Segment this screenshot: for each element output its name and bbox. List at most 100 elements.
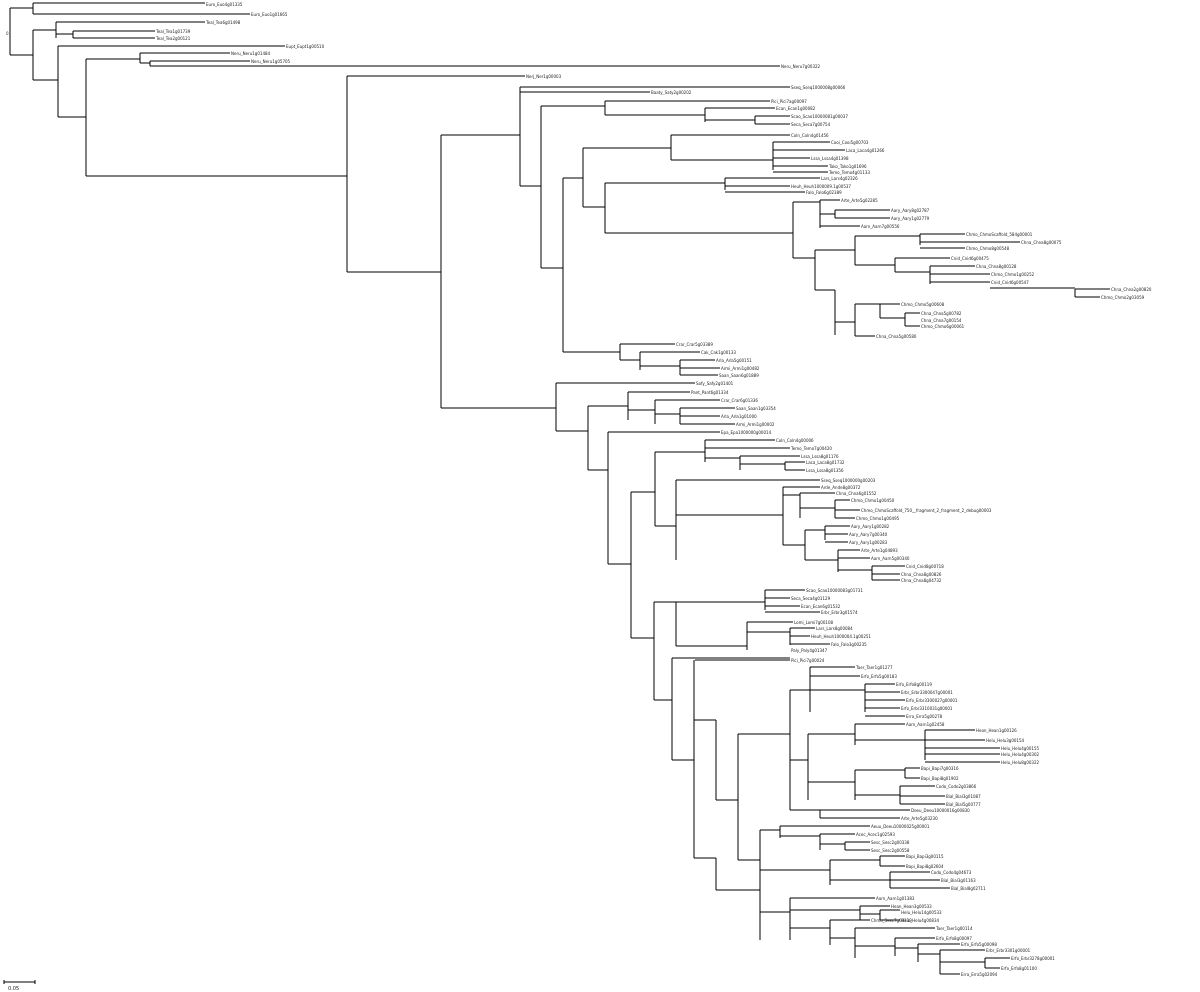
leaf-label: Hean_Hean1g00126	[976, 728, 1017, 733]
leaf-label: Chna_Chna6g01552	[836, 491, 877, 496]
leaf-label: Aary_Aary1g00282	[851, 524, 890, 529]
leaf-label: Hean_Hean3g00533	[891, 904, 932, 909]
leaf-label: Pici_Pici7g00024	[791, 658, 825, 663]
leaf-label: Chmo_Chmo8g00548	[966, 246, 1010, 251]
leaf-label: Erfo_Erfo5g00183	[861, 674, 897, 679]
leaf-label: Chna_Chna7g00154	[921, 318, 962, 323]
leaf-label: Helu_Helu3g00154	[986, 738, 1024, 743]
leaf-label: Sseq_Sseq1000000g00203	[821, 478, 876, 483]
leaf-label: Chmo_Chmo2g03059	[1101, 295, 1145, 300]
leaf-label: Lomi_Lomi7g00108	[794, 620, 833, 625]
leaf-label: Chna_Chna8g00826	[901, 572, 942, 577]
leaf-label: Coln_Coln4g01456	[791, 133, 829, 138]
leaf-label: Paly_Paly4g01347	[791, 648, 828, 653]
scale-label: 0.05	[8, 986, 19, 992]
leaf-label: Armi_Armi1g00482	[721, 366, 760, 371]
leaf-label: Pici_Pici7ag00097	[771, 99, 807, 104]
leaf-label: Arte_Arte5g02285	[841, 198, 878, 203]
leaf-label: Scao_Scao10000083g01731	[806, 588, 863, 593]
leaf-label: Erfo_Erfo8g01100	[1001, 966, 1037, 971]
leaf-label: Heuh_Heuh1000004.1g00251	[811, 634, 871, 639]
leaf-label: Lssa_Lssa8g01176	[801, 454, 839, 459]
leaf-label: Helu_Helu4g00834	[901, 918, 939, 923]
leaf-label: Bial_Bial5g00777	[946, 802, 981, 807]
leaf-label: Temo_Temo7g00420	[790, 446, 832, 451]
leaf-label: Cooi_Cooi5g00703	[831, 140, 869, 145]
leaf-label: Arte_Arte1g04893	[861, 548, 898, 553]
leaf-label: Chmo_ChmoScaffold_584g00001	[966, 232, 1033, 237]
leaf-label: Aarn_Aarn1g02458	[906, 722, 945, 727]
leaf-label: Chmo_Chmo1g00450	[851, 498, 895, 503]
leaf-label: Falo_Falo6g02389	[806, 190, 842, 195]
leaf-label: Bial_Bial8g02711	[951, 886, 986, 891]
leaf-label: Codo_Codo2g03866	[936, 784, 977, 789]
leaf-label: Chmo_Chmo6g00061	[921, 324, 965, 329]
leaf-label: Teal_Tea6g01498	[205, 20, 241, 25]
leaf-label: Arla_Arla1g01000	[721, 414, 757, 419]
leaf-label: Erbr_Erbr3301g00001	[986, 948, 1031, 953]
leaf-label: Laca_Laca8g01732	[806, 460, 845, 465]
leaf-label: Sseq_Sseq1000008g00066	[791, 85, 846, 90]
leaf-label: Lssa_Lssa4g01398	[811, 156, 849, 161]
leaf-label: Bapi_Bapi7g00316	[921, 766, 959, 771]
leaf-label: Helu_Helu4g00155	[1001, 746, 1039, 751]
leaf-label: Erra_Erra5g02094	[961, 972, 998, 977]
leaf-label: Aeuu_Deeu10000025g00001	[871, 824, 930, 829]
leaf-label: Aary_Aary1g02779	[891, 216, 930, 221]
leaf-label: Bapi_Bapi3g00115	[906, 854, 944, 859]
leaf-label: Pant_Pant6g01334	[691, 390, 729, 395]
leaf-label: Arla_Arla5g00151	[716, 358, 752, 363]
leaf-label: Ecan_Ecan1g00082	[776, 106, 816, 111]
leaf-label: Arte_Arte5g03230	[901, 816, 938, 821]
leaf-label: Coln_Coln4g00006	[776, 438, 814, 443]
leaf-label: Aary_Aary7g00340	[849, 532, 888, 537]
leaf-label: Saan_Saan1g03354	[736, 406, 776, 411]
leaf-label: Saan_Saan6g01889	[719, 373, 759, 378]
leaf-label: Helu_Helu8g00322	[1001, 760, 1039, 765]
leaf-label: Euro_Euo1g01665	[251, 12, 288, 17]
leaf-label: Bial_Bial3g01163	[941, 878, 976, 883]
leaf-label: Taer_Taer1g01277	[855, 665, 893, 670]
leaf-label: Erfo_Erbr3310031g00001	[901, 706, 953, 711]
leaf-label: Cak_Cak1g00133	[701, 350, 736, 355]
leaf-label: Ecan_Ecan6g01532	[801, 604, 841, 609]
leaf-label: Lars_Lars8g00084	[816, 626, 853, 631]
leaf-label: Chna_Chna5g00580	[876, 334, 917, 339]
leaf-label: Bapi_Bapi8g01902	[921, 776, 959, 781]
leaf-label: Chmo_Chmo1g00252	[991, 272, 1035, 277]
leaf-label: Aary_Aary1g00283	[849, 540, 888, 545]
leaf-label: Neru_Neru1g01484	[231, 51, 271, 56]
leaf-label: Seca_Seca4g01129	[791, 596, 831, 601]
root-marker-label: 0	[6, 31, 9, 36]
leaf-label: Tako_Tako1g01696	[828, 164, 867, 169]
leaf-label: Laca_Laca4g01266	[846, 148, 885, 153]
leaf-label: Erra_Erra5g00278	[906, 714, 943, 719]
leaf-label: Aarn_Aarn5g00340	[871, 556, 910, 561]
leaf-label: Taer_Taer1g00114	[935, 926, 973, 931]
leaf-label: Seca_Seca7g00754	[791, 122, 831, 127]
leaf-label: Erfo_Erbr3300027g00001	[906, 698, 958, 703]
leaf-label: Euro_Euo4g01335	[206, 2, 243, 7]
leaf-label: Cnid_Cnid6g00475	[951, 256, 989, 261]
leaf-label: Chmo_Chmo1g00495	[856, 516, 900, 521]
leaf-label: Helu_Helu4g00302	[1001, 752, 1039, 757]
leaf-label: Erfo_Erfo8g00097	[936, 936, 972, 941]
leaf-label: Deeu_Deeu10000016g00830	[911, 808, 970, 813]
leaf-label: Bial_Bial3g01087	[946, 794, 981, 799]
leaf-label: Chna_Chna2g00820	[1111, 287, 1152, 292]
leaf-label: Erfo_Erbr3278g00001	[1011, 956, 1055, 961]
leaf-label: Aary_Aary8g02787	[891, 208, 930, 213]
leaf-label: Safy_Safy2g01401	[696, 381, 734, 386]
leaf-label: Chna_Chna8g04732	[901, 578, 942, 583]
leaf-label: Codo_Codo4g04673	[931, 870, 972, 875]
leaf-label: Chmo_ChmoScaffold_750__fragment_2_fragme…	[861, 508, 992, 513]
leaf-label: Epa_Epa1000000g00014	[721, 430, 772, 435]
leaf-label: Arde_Ande8g00372	[821, 485, 861, 490]
leaf-label: Eupt_Eupt1g00510	[286, 44, 325, 49]
leaf-label: Temo_Temo4g01133	[828, 170, 870, 175]
leaf-label: Erfo_Erfo5g00098	[961, 942, 997, 947]
leaf-label: Lars_Lars4g02326	[821, 176, 858, 181]
leaf-label: Erbr_Erbr3300047g00001	[901, 690, 953, 695]
leaf-label: Chna_Chna5g00782	[921, 311, 962, 316]
leaf-label: Chna_Chna8g00128	[976, 264, 1017, 269]
